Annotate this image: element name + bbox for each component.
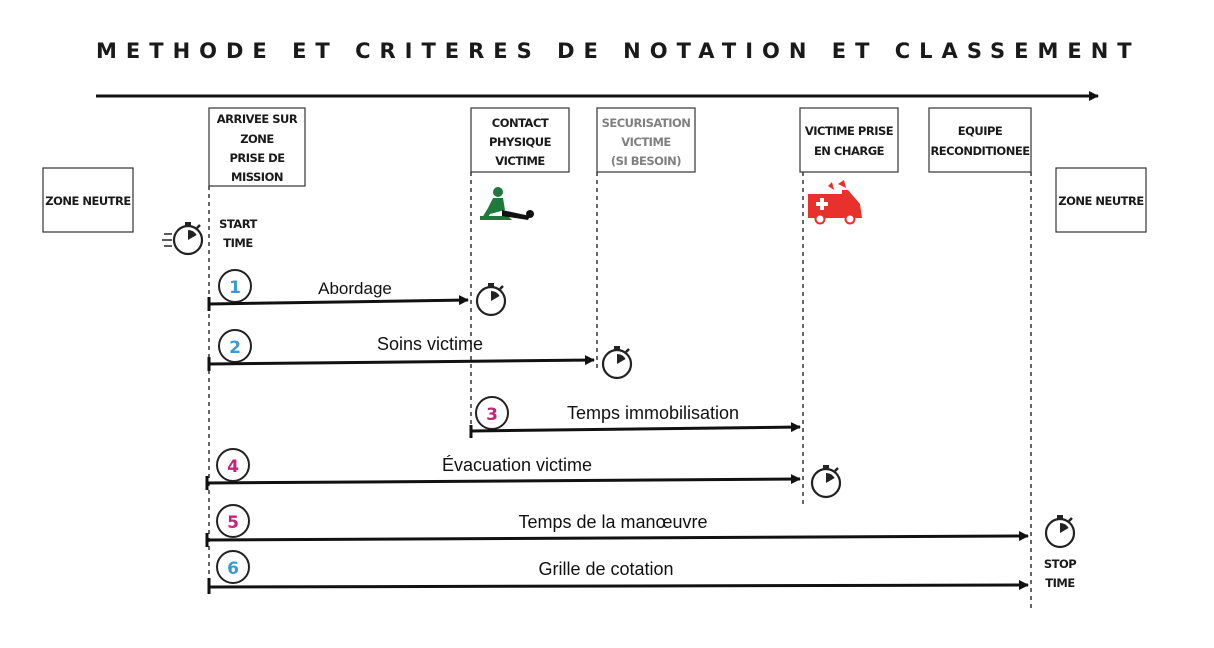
step-number: 4: [227, 457, 239, 477]
stop-time-line: TIME: [1045, 576, 1075, 590]
milestone-arrivee: ARRIVEE SUR ZONE PRISE DE MISSION: [208, 107, 306, 187]
milestone-line: ZONE: [240, 132, 274, 146]
milestone-line: PRISE DE: [229, 151, 285, 165]
step-number: 5: [227, 513, 239, 533]
step-label: Temps immobilisation: [567, 403, 739, 423]
milestone-line: VICTIME: [495, 154, 545, 168]
step-arrow: [208, 295, 469, 306]
step-number-badge: [475, 396, 509, 430]
milestone-line: SECURISATION: [602, 116, 691, 130]
stopwatch-icon: [810, 463, 842, 499]
stopwatch-icon: [475, 281, 507, 317]
milestone-securisation: SECURISATION VICTIME (SI BESOIN): [596, 107, 696, 173]
step-label: Temps de la manœuvre: [518, 512, 707, 532]
milestone-prise-en-charge: VICTIME PRISE EN CHARGE: [799, 107, 899, 173]
milestone-line: CONTACT: [492, 116, 549, 130]
stopwatch-icon: [1044, 513, 1076, 549]
milestone-line: PHYSIQUE: [489, 135, 552, 149]
milestone-line: EN CHARGE: [814, 144, 885, 158]
step-6: 6 Grille de cotation: [207, 550, 1029, 594]
cpr-icon: [480, 187, 534, 220]
step-arrow: [208, 355, 595, 366]
milestone-line: VICTIME: [621, 135, 671, 149]
step-label: Grille de cotation: [538, 559, 673, 579]
start-time-line: TIME: [223, 236, 253, 250]
step-number-badge: [216, 550, 250, 584]
step-arrow: [208, 580, 1029, 591]
milestone-line: VICTIME PRISE: [805, 124, 894, 138]
step-arrow: [470, 422, 801, 433]
zone-neutre-right-label: ZONE NEUTRE: [1058, 194, 1144, 208]
step-1: 1 Abordage: [207, 269, 507, 317]
step-number-badge: [218, 329, 252, 363]
step-label: Soins victime: [377, 334, 483, 354]
zone-neutre-left-label: ZONE NEUTRE: [45, 194, 131, 208]
step-label: Évacuation victime: [442, 455, 592, 475]
step-label: Abordage: [318, 279, 392, 298]
milestone-line: RECONDITIONEE: [930, 144, 1030, 158]
zone-neutre-left: ZONE NEUTRE: [42, 167, 134, 233]
zone-neutre-right: ZONE NEUTRE: [1055, 167, 1147, 233]
step-number-badge: [216, 448, 250, 482]
milestone-line: ARRIVEE SUR: [217, 112, 298, 126]
stop-time-line: STOP: [1044, 557, 1076, 571]
step-4: 4 Évacuation victime: [205, 448, 842, 499]
diagram-title: METHODE ET CRITERES DE NOTATION ET CLASS…: [96, 39, 1141, 63]
step-5: 5 Temps de la manœuvre: [205, 504, 1029, 547]
start-time-line: START: [219, 217, 257, 231]
step-number: 6: [227, 559, 239, 579]
stopwatch-icon: [601, 344, 633, 380]
step-2: 2 Soins victime: [207, 329, 633, 380]
step-number: 2: [229, 338, 241, 358]
step-number: 1: [229, 278, 241, 298]
step-number-badge: [216, 504, 250, 538]
step-number: 3: [486, 405, 498, 425]
step-number-badge: [218, 269, 252, 303]
milestone-line: EQUIPE: [958, 124, 1003, 138]
ambulance-icon: [808, 180, 862, 225]
milestone-equipe: EQUIPE RECONDITIONEE: [928, 107, 1032, 173]
milestone-contact: CONTACT PHYSIQUE VICTIME: [470, 107, 570, 173]
milestone-line: (SI BESOIN): [611, 154, 681, 168]
milestone-line: MISSION: [231, 170, 283, 184]
step-arrow: [206, 474, 801, 485]
stopwatch-fast-icon: [162, 220, 204, 256]
step-3: 3 Temps immobilisation: [469, 396, 801, 438]
step-arrow: [206, 531, 1029, 542]
